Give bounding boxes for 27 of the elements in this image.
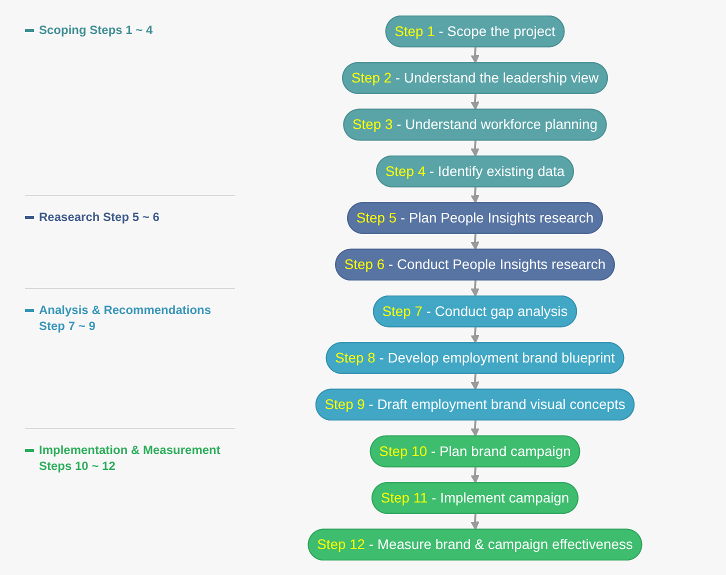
arrow [470,280,480,297]
step-pill: Step 10 - Plan brand campaign [370,435,580,468]
step-pill: Step 9 - Draft employment brand visual concepts [315,388,635,421]
step-pill: Step 1 - Scope the project [385,15,565,48]
section-heading: Reasearch Step 5 ~ 6 [39,209,160,225]
section-heading: Analysis & Recommendations Step 7 ~ 9 [39,302,212,334]
section-heading: Scoping Steps 1 ~ 4 [39,22,153,38]
step-pill: Step 8 - Develop employment brand blueprint [326,342,624,374]
step-pill: Step 5 - Plan People Insights research [347,202,603,234]
step-pill: Step 6 - Conduct People Insights research [335,248,615,281]
step-pill: Step 4 - Identify existing data [376,155,574,188]
arrow [470,140,480,157]
arrow [470,234,480,250]
step-pill: Step 11 - Implement campaign [372,482,578,514]
arrow [470,187,480,204]
step-pill: Step 2 - Understand the leadership view [342,62,608,94]
step-pill: Step 12 - Measure brand & campaign effectiveness [308,528,642,561]
section-heading: Implementation & Measurement Steps 10 ~ 12 [39,442,222,474]
arrow [470,514,480,530]
arrow [470,327,480,344]
step-pill: Step 7 - Conduct gap analysis [372,295,578,328]
arrow [470,374,480,390]
arrow [470,47,480,64]
step-pill: Step 3 - Understand workforce planning [343,108,607,141]
arrow [470,467,480,484]
arrow [470,94,480,110]
arrow [470,420,480,437]
